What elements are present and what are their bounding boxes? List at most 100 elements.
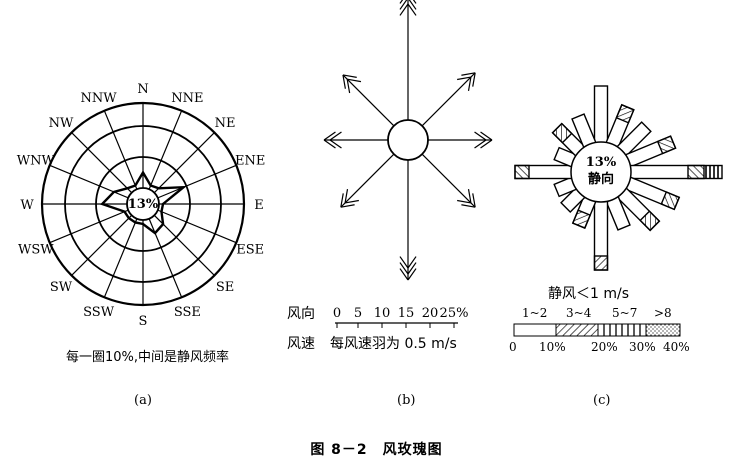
rose-a-label-s: S xyxy=(139,314,148,329)
rose-a-spoke-ne xyxy=(153,132,215,194)
rose-b-feather-2-1-0 xyxy=(474,139,487,149)
rose-b-feather-7-1-1 xyxy=(346,79,351,94)
rose-b-tick-label-1: 5 xyxy=(354,306,362,321)
rose-b-feather-3-1-0 xyxy=(457,199,472,204)
rose-b-feather-3-0-1 xyxy=(472,193,476,208)
rose-b-feather-1-1-0 xyxy=(467,76,472,91)
rose-a-spoke-se xyxy=(153,214,215,276)
rose-c-bar-tip-8 xyxy=(593,255,609,271)
rose-c-tick-0: 0 xyxy=(509,340,517,354)
rose-b-tick-label-2: 10 xyxy=(374,306,391,321)
rose-b-arm-3 xyxy=(421,153,476,208)
rose-c-graphic xyxy=(514,85,723,271)
rose-a-label-wnw: WNW xyxy=(17,154,56,169)
rose-a-label-wsw: WSW xyxy=(18,242,54,257)
rose-b-feather-6-0-0 xyxy=(323,131,336,141)
rose-b-feather-6-1-1 xyxy=(329,139,342,149)
rose-c-bar-4 xyxy=(626,164,723,180)
rose-c-tick-2: 20% xyxy=(591,340,618,354)
rose-c-bar-tip-4 xyxy=(687,164,705,180)
rose-b-feather-0-1-0 xyxy=(408,0,417,10)
rose-c-bar-3 xyxy=(621,135,677,169)
rose-c-class-3: 5~7 xyxy=(612,306,638,320)
rose-b-feather-4-1-1 xyxy=(407,262,417,275)
rose-b-feather-0-2-0 xyxy=(407,3,417,16)
rose-b-feather-0-0-1 xyxy=(399,0,404,4)
rose-a-label-e: E xyxy=(254,198,264,213)
rose-a-label-sw: SW xyxy=(50,280,73,295)
rose-a-center-label: 13% xyxy=(128,197,159,212)
rose-c-class-1: 1~2 xyxy=(522,306,548,320)
rose-b-feather-5-1-0 xyxy=(344,189,349,204)
figure-caption: 图 8－2 风玫瑰图 xyxy=(310,442,443,458)
rose-a-spoke-ese xyxy=(157,209,237,244)
rose-b-feather-2-0-1 xyxy=(480,131,493,141)
rose-a-spoke-wsw xyxy=(49,209,129,244)
rose-c-bar-tip-3 xyxy=(656,135,677,155)
rose-c-bar-0 xyxy=(593,85,609,147)
rose-b-feather-7-1-0 xyxy=(347,78,362,83)
rose-c-bar-12 xyxy=(514,164,576,180)
rose-a-frequency-polygon xyxy=(100,170,188,235)
rose-b-feather-1-0-1 xyxy=(461,72,476,76)
rose-c-bar-tip-6 xyxy=(639,210,661,232)
rose-c-class-4: >8 xyxy=(654,306,672,320)
rose-b-feather-3-1-1 xyxy=(467,189,472,204)
rose-b-graphic xyxy=(323,0,493,281)
rose-b-feather-4-0-0 xyxy=(399,268,409,281)
rose-c-bar-tip-9 xyxy=(571,209,592,229)
rose-b-feather-6-0-1 xyxy=(323,139,336,149)
rose-c-calm-note: 静风＜1 m/s xyxy=(548,286,630,302)
rose-a-label-ese: ESE xyxy=(236,242,264,257)
rose-b-feather-4-2-1 xyxy=(407,256,417,269)
rose-a-note: 每一圈10%,中间是静风频率 xyxy=(66,350,230,365)
rose-c-sublabel: (c) xyxy=(593,393,611,408)
rose-b-arm-1 xyxy=(421,72,476,127)
rose-b-feather-5-0-0 xyxy=(340,193,344,208)
rose-b-feather-0-2-1 xyxy=(399,3,409,16)
rose-a-label-se: SE xyxy=(216,280,234,295)
rose-c-bar-tip-14 xyxy=(551,122,573,144)
rose-b-feather-1-1-1 xyxy=(457,76,472,81)
rose-c-bar-tip-12 xyxy=(514,164,530,180)
rose-c-legend-bar xyxy=(513,323,681,337)
rose-a-spoke-sw xyxy=(71,214,133,276)
rose-c-tick-4: 40% xyxy=(663,340,690,354)
rose-b-tick-label-5: 25% xyxy=(440,306,469,321)
rose-a-spoke-nne xyxy=(148,110,183,190)
rose-b-sublabel: (b) xyxy=(397,393,416,408)
rose-b-arm-5 xyxy=(340,153,395,208)
rose-a-spoke-nw xyxy=(71,132,133,194)
rose-b-feather-4-1-0 xyxy=(399,262,409,275)
rose-a-sublabel: (a) xyxy=(134,393,152,408)
rose-a-graphic xyxy=(40,101,246,307)
rose-c-bar-8 xyxy=(593,197,609,271)
rose-b-feather-7-0-1 xyxy=(342,74,346,89)
rose-a-label-sse: SSE xyxy=(174,305,201,320)
rose-c-class-2: 3~4 xyxy=(566,306,592,320)
rose-b-feather-4-2-0 xyxy=(399,256,409,269)
rose-a-label-ssw: SSW xyxy=(83,305,115,320)
rose-a-spoke-nnw xyxy=(103,110,138,190)
rose-b-feather-5-0-1 xyxy=(340,204,355,208)
rose-a-label-nne: NNE xyxy=(171,91,203,106)
rose-b-arm-7 xyxy=(342,74,395,127)
rose-c-bar-tip-1 xyxy=(615,103,635,124)
rose-a-label-n: N xyxy=(137,82,148,97)
rose-c-bar-5 xyxy=(621,175,681,211)
rose-a-spoke-ssw xyxy=(103,218,138,298)
rose-b-feather-0-1-1 xyxy=(399,0,408,10)
rose-c-tick-3: 30% xyxy=(629,340,656,354)
rose-a-label-w: W xyxy=(20,198,34,213)
rose-b-feather-5-1-1 xyxy=(344,199,359,204)
rose-b-feather-6-1-0 xyxy=(329,131,342,141)
rose-b-feather-1-0-0 xyxy=(472,72,476,87)
rose-b-feather-note: 每风速羽为 0.5 m/s xyxy=(330,336,457,352)
rose-b-feather-4-0-1 xyxy=(407,268,417,281)
rose-b-feather-7-0-0 xyxy=(342,74,357,78)
